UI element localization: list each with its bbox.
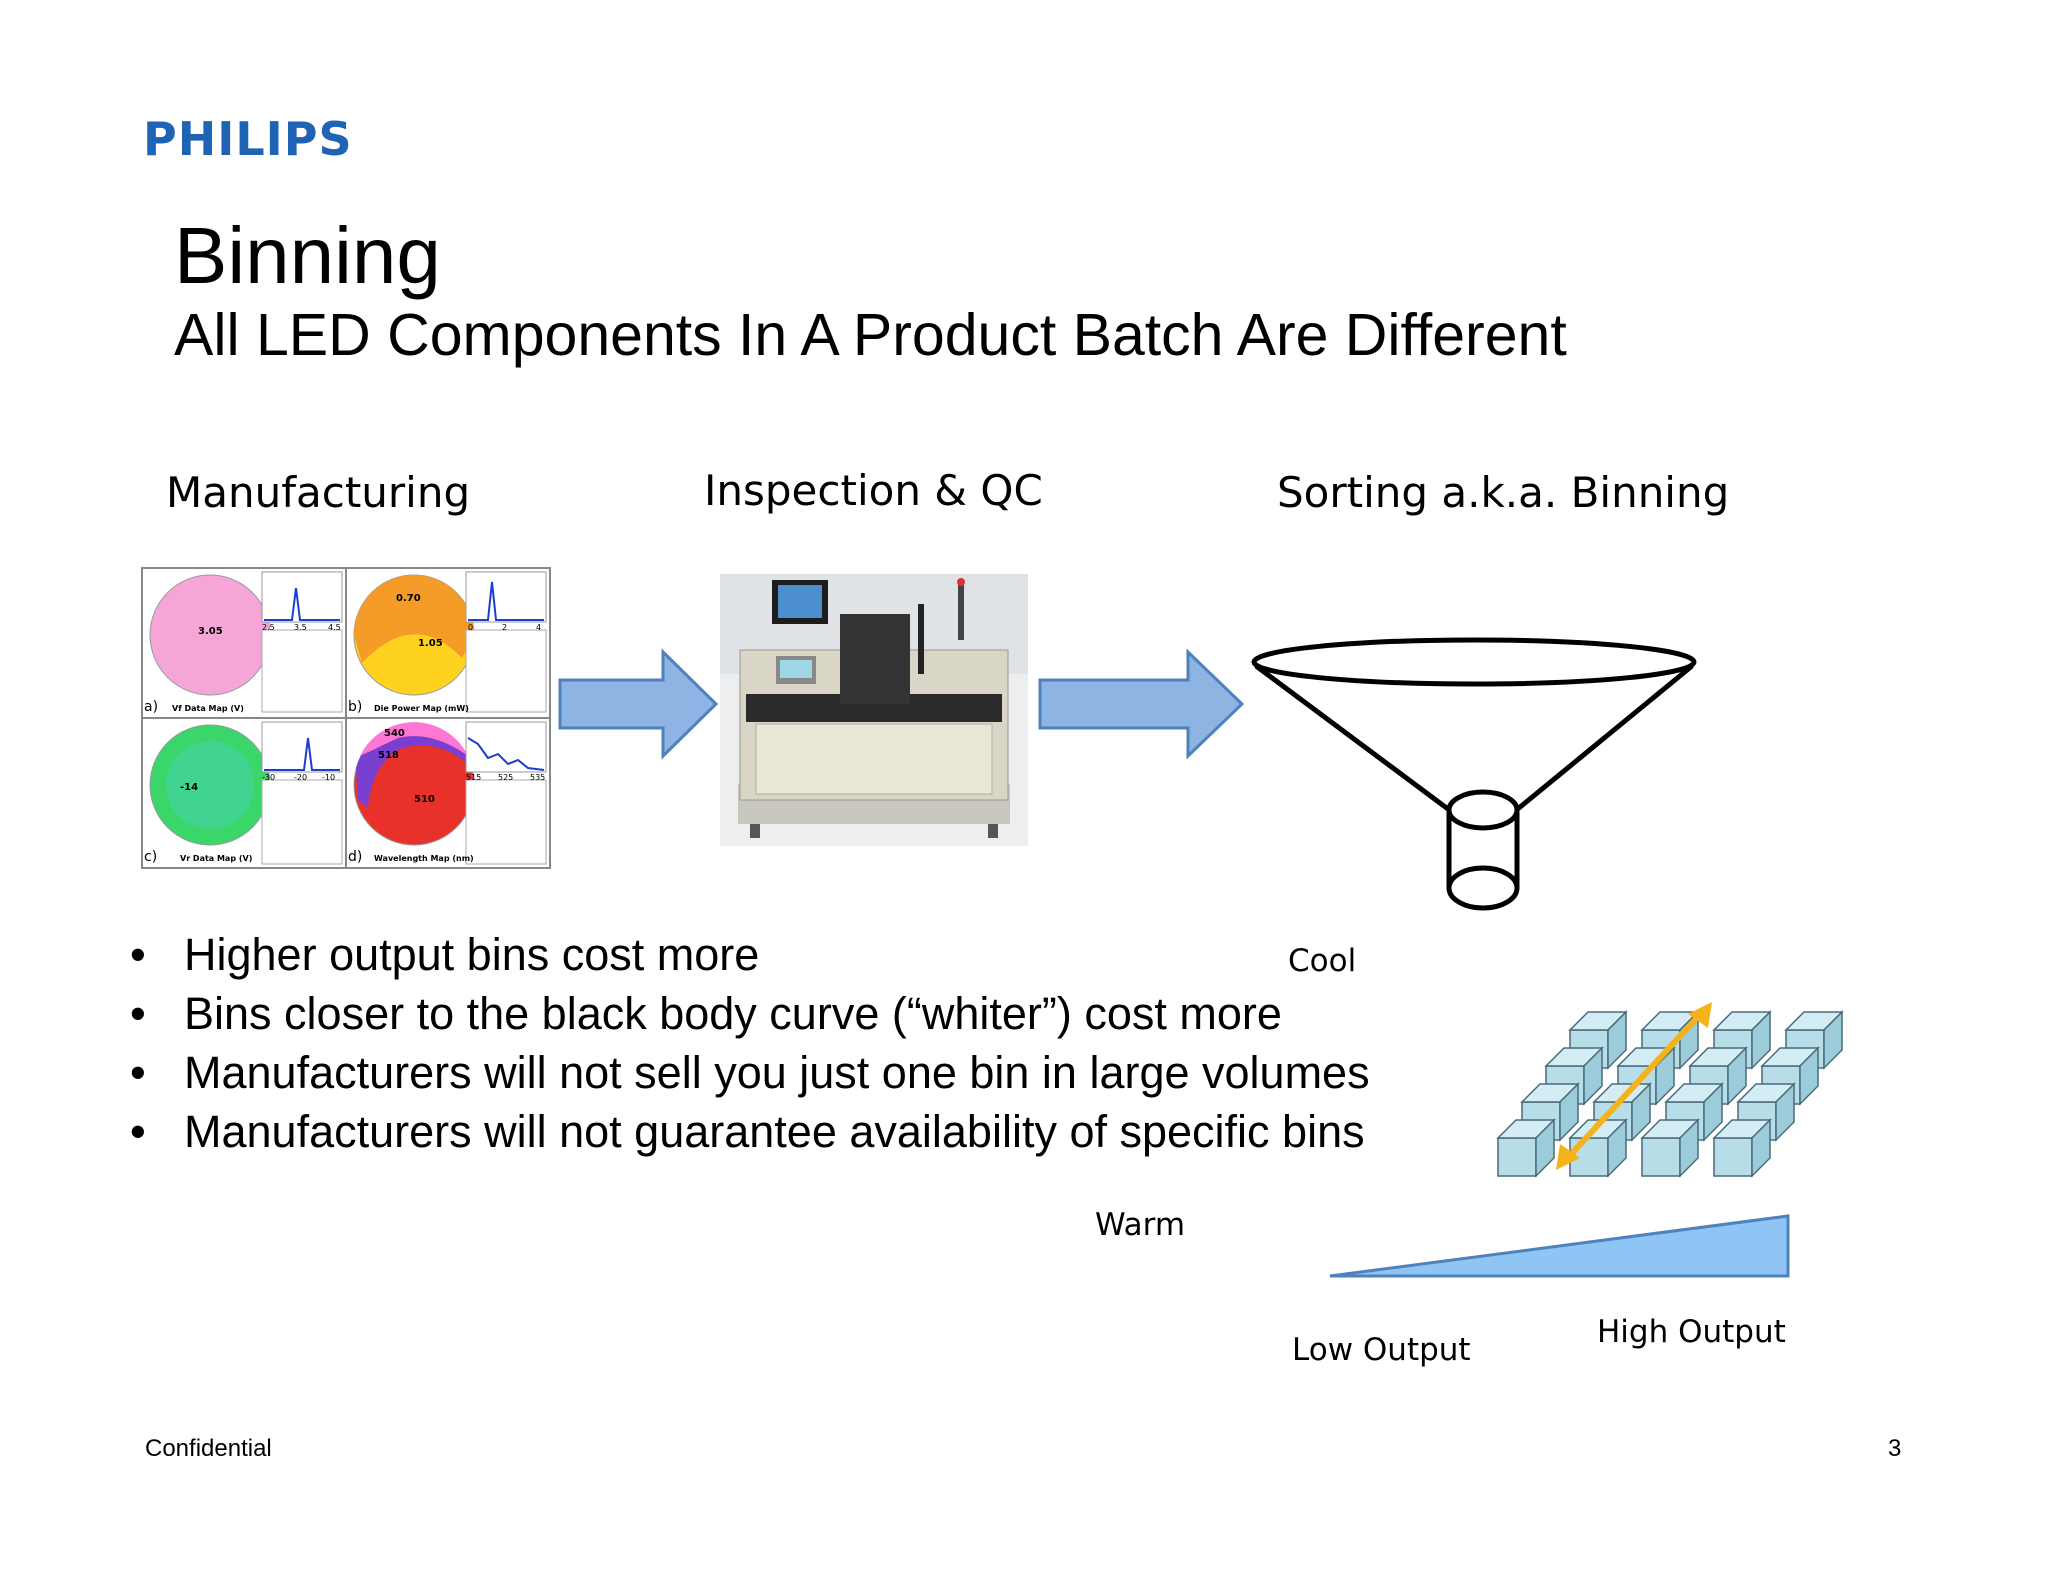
- process-arrow-2: [1038, 648, 1245, 760]
- bullet-text: Higher output bins cost more: [184, 929, 760, 980]
- wafer-map-c: -14 c) Vr Data Map (V) -30 -20 -10: [144, 721, 343, 865]
- bullet-item: • Manufacturers will not sell you just on…: [130, 1043, 1370, 1102]
- bin-cube-grid: [1496, 1002, 1844, 1178]
- wafer-a-value: 3.05: [198, 626, 223, 637]
- wafer-c-caption: Vr Data Map (V): [180, 854, 252, 863]
- wafer-d-axis-1: 525: [498, 773, 513, 782]
- step-label-sorting: Sorting a.k.a. Binning: [1277, 468, 1730, 517]
- page-number: 3: [1888, 1435, 1902, 1462]
- wafer-map-d: 540 518 510 d) Wavelength Map (nm) 515 5…: [348, 721, 547, 865]
- wafer-maps-image: 3.05 a) Vf Data Map (V) 2.5 3.5 4.5 0.70…: [141, 567, 551, 869]
- wafer-b-axis-0: 0: [468, 623, 473, 632]
- wafer-a-letter: a): [144, 699, 158, 715]
- wafer-c-axis-1: -20: [294, 773, 307, 782]
- slide-title: Binning: [174, 211, 441, 300]
- wafer-a-axis-2: 4.5: [328, 623, 341, 632]
- process-arrow-1: [558, 648, 719, 760]
- bullet-symbol: •: [130, 1106, 146, 1157]
- bullet-text: Manufacturers will not sell you just one…: [184, 1047, 1370, 1098]
- wafer-d-value2: 540: [384, 728, 405, 739]
- bin-cube: [1640, 1118, 1700, 1178]
- arrow-head-icon: [1688, 1002, 1712, 1028]
- bin-cube: [1496, 1118, 1556, 1178]
- wafer-c-value: -14: [180, 782, 198, 793]
- label-low-output: Low Output: [1292, 1332, 1471, 1368]
- wafer-d-value: 510: [414, 794, 435, 805]
- bullet-item: • Higher output bins cost more: [130, 925, 1370, 984]
- step-label-inspection: Inspection & QC: [704, 466, 1043, 515]
- cool-warm-arrow-line: [1559, 1005, 1709, 1167]
- bullet-item: • Bins closer to the black body curve (“w…: [130, 984, 1370, 1043]
- label-warm: Warm: [1095, 1207, 1186, 1243]
- wafer-d-value3: 518: [378, 750, 399, 761]
- wafer-d-caption: Wavelength Map (nm): [374, 854, 474, 863]
- bin-cube: [1712, 1118, 1772, 1178]
- step-label-manufacturing: Manufacturing: [166, 468, 471, 517]
- wafer-map-b: 0.70 1.05 b) Die Power Map (mW) 0 2 4: [348, 571, 547, 715]
- wafer-a-axis-1: 3.5: [294, 623, 307, 632]
- wafer-a-axis-0: 2.5: [262, 623, 275, 632]
- inspection-machine-image: [720, 574, 1028, 846]
- footer-confidential: Confidential: [145, 1435, 272, 1462]
- bullet-list: • Higher output bins cost more • Bins clos…: [130, 925, 1370, 1161]
- philips-logo: PHILIPS: [143, 112, 353, 166]
- wafer-c-letter: c): [144, 849, 157, 865]
- wafer-d-letter: d): [348, 849, 362, 865]
- wafer-b-value2: 0.70: [396, 593, 421, 604]
- wafer-c-axis-0: -30: [262, 773, 275, 782]
- wafer-d-axis-0: 515: [466, 773, 481, 782]
- bullet-symbol: •: [130, 988, 146, 1039]
- wafer-map-a: 3.05 a) Vf Data Map (V) 2.5 3.5 4.5: [144, 571, 343, 715]
- bullet-symbol: •: [130, 929, 146, 980]
- wafer-b-axis-1: 2: [502, 623, 507, 632]
- bullet-item: • Manufacturers will not guarantee availa…: [130, 1102, 1370, 1161]
- bullet-text: Manufacturers will not guarantee availab…: [184, 1106, 1365, 1157]
- wafer-c-axis-2: -10: [322, 773, 335, 782]
- binning-funnel-icon: [1251, 637, 1697, 911]
- label-cool: Cool: [1288, 943, 1357, 979]
- output-wedge-icon: [1329, 1214, 1790, 1278]
- bullet-symbol: •: [130, 1047, 146, 1098]
- arrow-head-icon: [1556, 1144, 1580, 1170]
- wafer-b-value: 1.05: [418, 638, 443, 649]
- slide-subtitle: All LED Components In A Product Batch Ar…: [174, 302, 1567, 368]
- label-high-output: High Output: [1597, 1314, 1786, 1350]
- bullet-text: Bins closer to the black body curve (“wh…: [184, 988, 1282, 1039]
- wafer-b-letter: b): [348, 699, 362, 715]
- wafer-b-caption: Die Power Map (mW): [374, 704, 469, 713]
- wafer-b-axis-2: 4: [536, 623, 541, 632]
- wafer-d-axis-2: 535: [530, 773, 545, 782]
- wafer-a-caption: Vf Data Map (V): [172, 704, 244, 713]
